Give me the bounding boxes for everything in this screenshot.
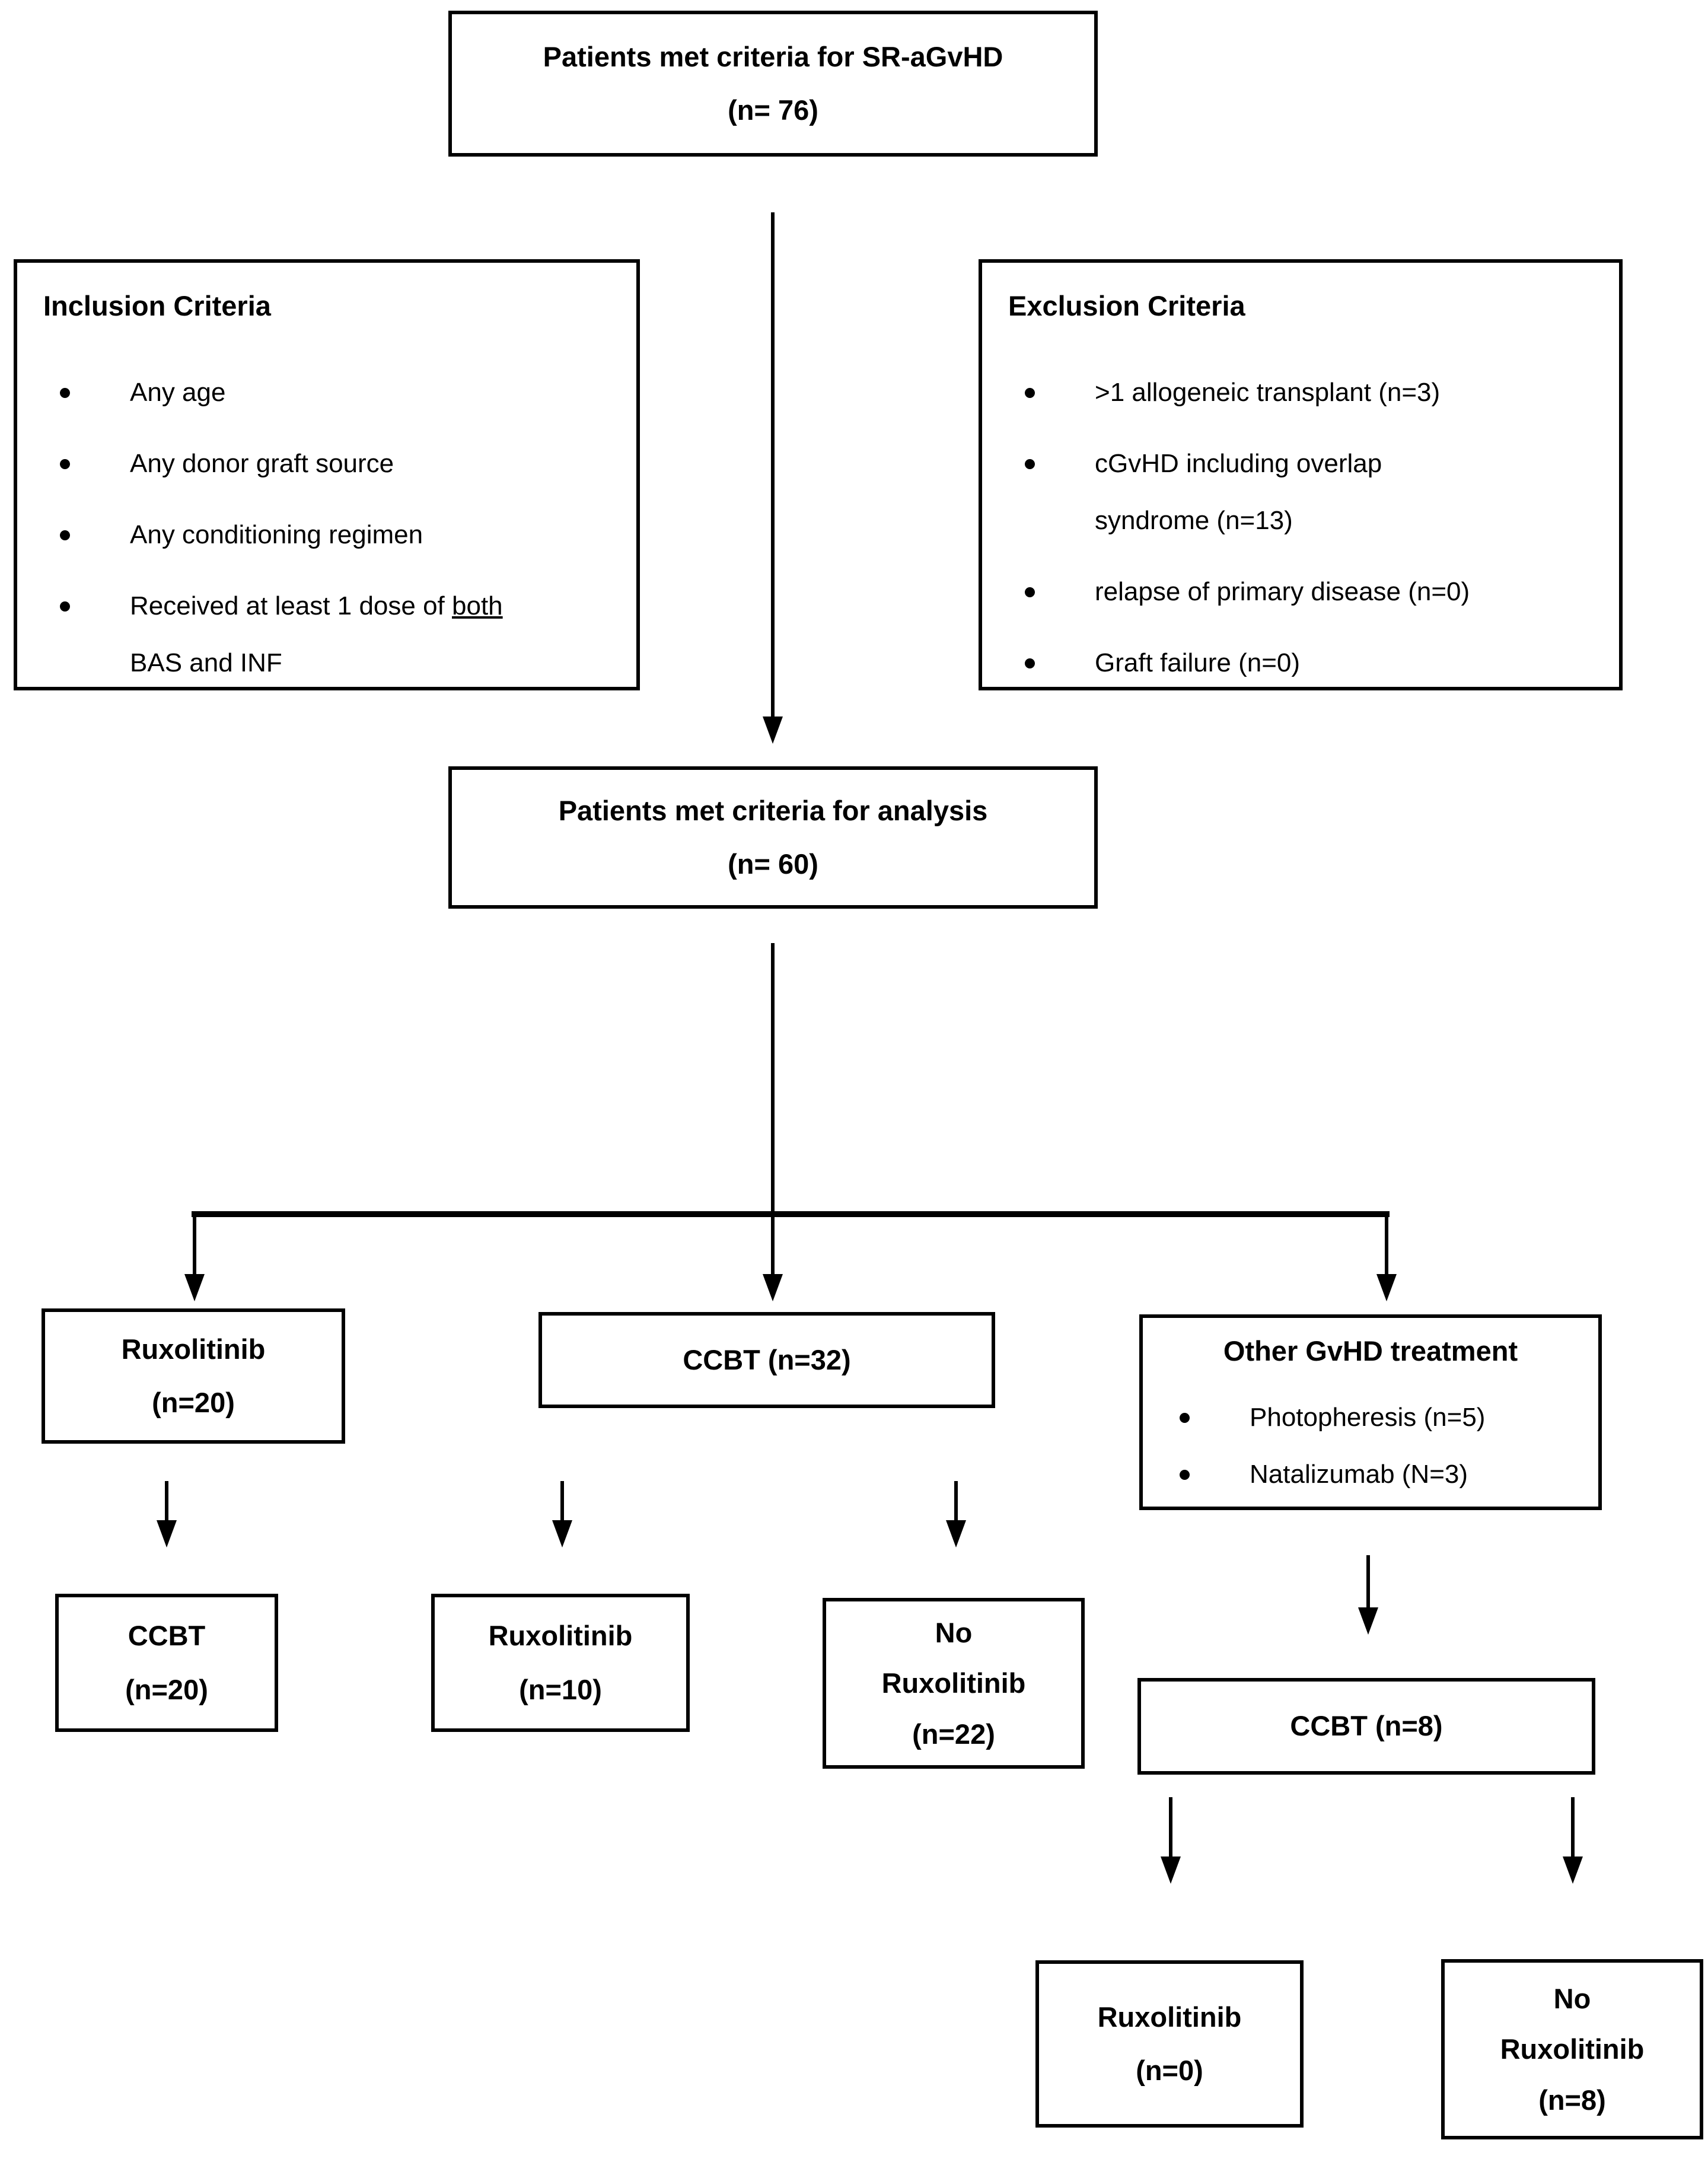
arrow-line-ccbt32-to-rux10 [560, 1481, 564, 1520]
box-other-gvhd-treatment: Other GvHD treatment Photopheresis (n=5)… [1139, 1314, 1602, 1510]
arrow-down-icon [946, 1520, 966, 1547]
bullet-text: relapse of primary disease (n=0) [1095, 577, 1470, 606]
box-line: Patients met criteria for analysis [558, 794, 988, 826]
arrow-down-icon [1358, 1607, 1378, 1635]
box-line: (n= 76) [728, 94, 818, 126]
bullet-item: relapse of primary disease (n=0) [1000, 563, 1601, 620]
bullet-text: Natalizumab (N=3) [1250, 1460, 1468, 1489]
box-line: (n=0) [1136, 2055, 1203, 2086]
bullet-text: >1 allogeneic transplant (n=3) [1095, 378, 1441, 407]
arrow-line-branch-right [1385, 1214, 1388, 1274]
box-line: (n=20) [152, 1387, 235, 1418]
arrow-down-icon [1161, 1857, 1181, 1884]
bullet-text: BAS and INF [130, 648, 282, 677]
box-line: (n=10) [519, 1673, 602, 1705]
bullet-text: Photopheresis (n=5) [1250, 1403, 1486, 1432]
box-line: CCBT (n=32) [683, 1343, 851, 1375]
other-title: Other GvHD treatment [1223, 1335, 1518, 1367]
arrow-down-icon [157, 1520, 177, 1547]
box-ccbt-n8: CCBT (n=8) [1137, 1678, 1595, 1775]
box-no-ruxolitinib-n22: No Ruxolitinib (n=22) [823, 1598, 1085, 1769]
bullet-item: >1 allogeneic transplant (n=3) [1000, 364, 1601, 421]
bullet-item: Received at least 1 dose of both BAS and… [35, 578, 619, 692]
box-patients-sr-agvhd: Patients met criteria for SR-aGvHD (n= 7… [448, 11, 1098, 157]
exclusion-title: Exclusion Criteria [1008, 290, 1245, 321]
arrow-line-ccbt8-to-norux8 [1571, 1797, 1575, 1857]
box-ccbt-n20: CCBT (n=20) [55, 1594, 278, 1732]
arrow-down-icon [184, 1274, 205, 1301]
arrow-down-icon [1376, 1274, 1397, 1301]
bullet-item: Any age [35, 364, 619, 421]
box-exclusion-criteria: Exclusion Criteria >1 allogeneic transpl… [979, 259, 1623, 690]
arrow-line-branch-left [193, 1214, 196, 1274]
box-line: (n=22) [912, 1718, 995, 1750]
bullet-text: Any age [130, 378, 226, 407]
box-line: (n= 60) [728, 848, 818, 880]
arrow-line-top-to-analysis [771, 212, 775, 718]
bullet-text: syndrome (n=13) [1095, 506, 1293, 535]
box-inclusion-criteria: Inclusion Criteria Any age Any donor gra… [14, 259, 640, 690]
bullet-text: Any donor graft source [130, 449, 394, 478]
box-ccbt-n32: CCBT (n=32) [538, 1312, 995, 1408]
arrow-line-rux20-to-ccbt20 [165, 1481, 168, 1520]
arrow-line-ccbt8-to-rux0 [1169, 1797, 1172, 1857]
box-line: (n=20) [125, 1673, 208, 1705]
bullet-text: Received at least 1 dose of [130, 591, 452, 620]
bullet-item: Any donor graft source [35, 435, 619, 492]
box-line: No [1553, 1982, 1591, 2014]
arrow-down-icon [1563, 1857, 1583, 1884]
arrow-line-other-to-ccbt8 [1366, 1555, 1370, 1607]
arrow-line-ccbt32-to-norux22 [954, 1481, 958, 1520]
bullet-item: Photopheresis (n=5) [1155, 1389, 1586, 1446]
box-line: Ruxolitinib [881, 1667, 1026, 1699]
branch-horizontal-line [192, 1211, 1390, 1217]
box-line: Ruxolitinib [121, 1333, 266, 1365]
arrow-down-icon [763, 1274, 783, 1301]
bullet-text: Any conditioning regimen [130, 520, 423, 549]
box-ruxolitinib-n0: Ruxolitinib (n=0) [1035, 1960, 1304, 2128]
box-patients-analysis: Patients met criteria for analysis (n= 6… [448, 766, 1098, 909]
arrow-line-analysis-trunk [771, 943, 775, 1274]
arrow-down-icon [552, 1520, 572, 1547]
bullet-item: Natalizumab (N=3) [1155, 1446, 1586, 1503]
bullet-item: Any conditioning regimen [35, 507, 619, 563]
box-line: Patients met criteria for SR-aGvHD [543, 40, 1003, 72]
bullet-item: cGvHD including overlap syndrome (n=13) [1000, 435, 1601, 549]
box-line: No [935, 1616, 973, 1648]
bullet-text: cGvHD including overlap [1095, 449, 1382, 478]
bullet-text: Graft failure (n=0) [1095, 648, 1301, 677]
underlined-word: both [452, 591, 503, 620]
box-line: Ruxolitinib [1097, 2001, 1242, 2033]
arrow-down-icon [763, 717, 783, 744]
box-line: CCBT [128, 1620, 206, 1652]
box-line: Ruxolitinib [488, 1620, 633, 1652]
inclusion-title: Inclusion Criteria [43, 290, 271, 321]
box-ruxolitinib-n10: Ruxolitinib (n=10) [431, 1594, 690, 1732]
box-line: Ruxolitinib [1500, 2033, 1645, 2065]
box-ruxolitinib-n20: Ruxolitinib (n=20) [42, 1308, 345, 1444]
box-line: CCBT (n=8) [1290, 1710, 1443, 1742]
box-no-ruxolitinib-n8: No Ruxolitinib (n=8) [1441, 1959, 1703, 2139]
box-line: (n=8) [1538, 2084, 1606, 2116]
bullet-item: Graft failure (n=0) [1000, 635, 1601, 692]
